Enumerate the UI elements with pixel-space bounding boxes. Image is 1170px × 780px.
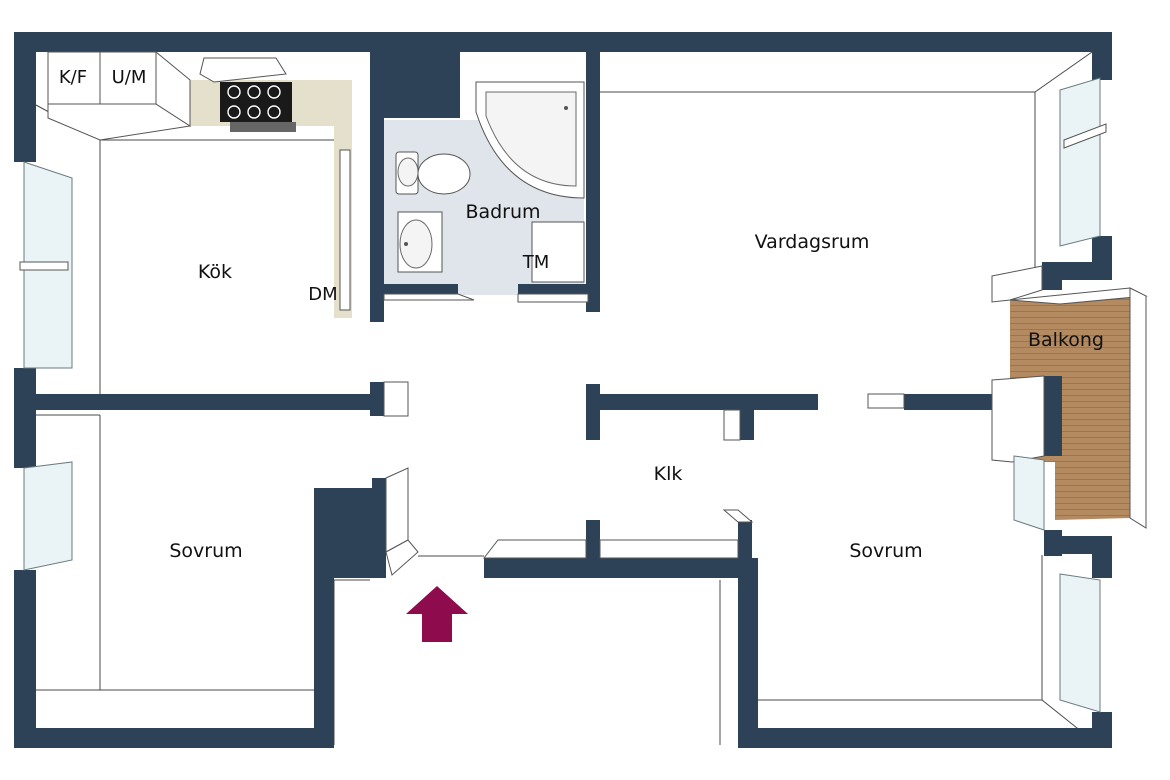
stove-burner [267, 105, 281, 119]
dishwasher-cabinet [339, 149, 351, 311]
stove-burner [247, 105, 261, 119]
label-living-room: Vardagsrum [755, 231, 870, 253]
label-oven-microwave: U/M [112, 67, 147, 88]
label-bedroom-left: Sovrum [169, 540, 242, 562]
walls [14, 32, 1112, 748]
windows [19, 77, 1148, 713]
stove-burner [267, 85, 281, 99]
label-washing-machine: TM [522, 252, 550, 273]
stove-icon [199, 57, 296, 132]
label-hall: Klk [654, 463, 683, 485]
bathroom-fixtures [395, 81, 585, 283]
label-bathroom: Badrum [465, 201, 540, 223]
label-dishwasher: DM [308, 284, 337, 305]
room-labels: Kök Badrum Vardagsrum Balkong Klk Sovrum… [59, 67, 1104, 562]
window-living-room [1059, 77, 1101, 247]
label-fridge-freezer: K/F [59, 67, 87, 88]
kitchen-fixtures [47, 50, 351, 311]
washing-machine-cabinet [531, 221, 585, 283]
sink-icon [397, 211, 443, 273]
stove-burner [227, 105, 241, 119]
entrance-arrow-icon [406, 586, 468, 642]
label-balcony: Balkong [1028, 329, 1104, 351]
bathtub-icon [475, 81, 585, 199]
label-bedroom-right: Sovrum [849, 540, 922, 562]
wall-caps [383, 293, 905, 576]
stove-burner [227, 85, 241, 99]
window-bedroom-right [1059, 573, 1101, 713]
window-bedroom-left [23, 461, 73, 571]
toilet-icon [395, 151, 471, 195]
stove-burner [247, 85, 261, 99]
label-kitchen: Kök [198, 261, 232, 283]
